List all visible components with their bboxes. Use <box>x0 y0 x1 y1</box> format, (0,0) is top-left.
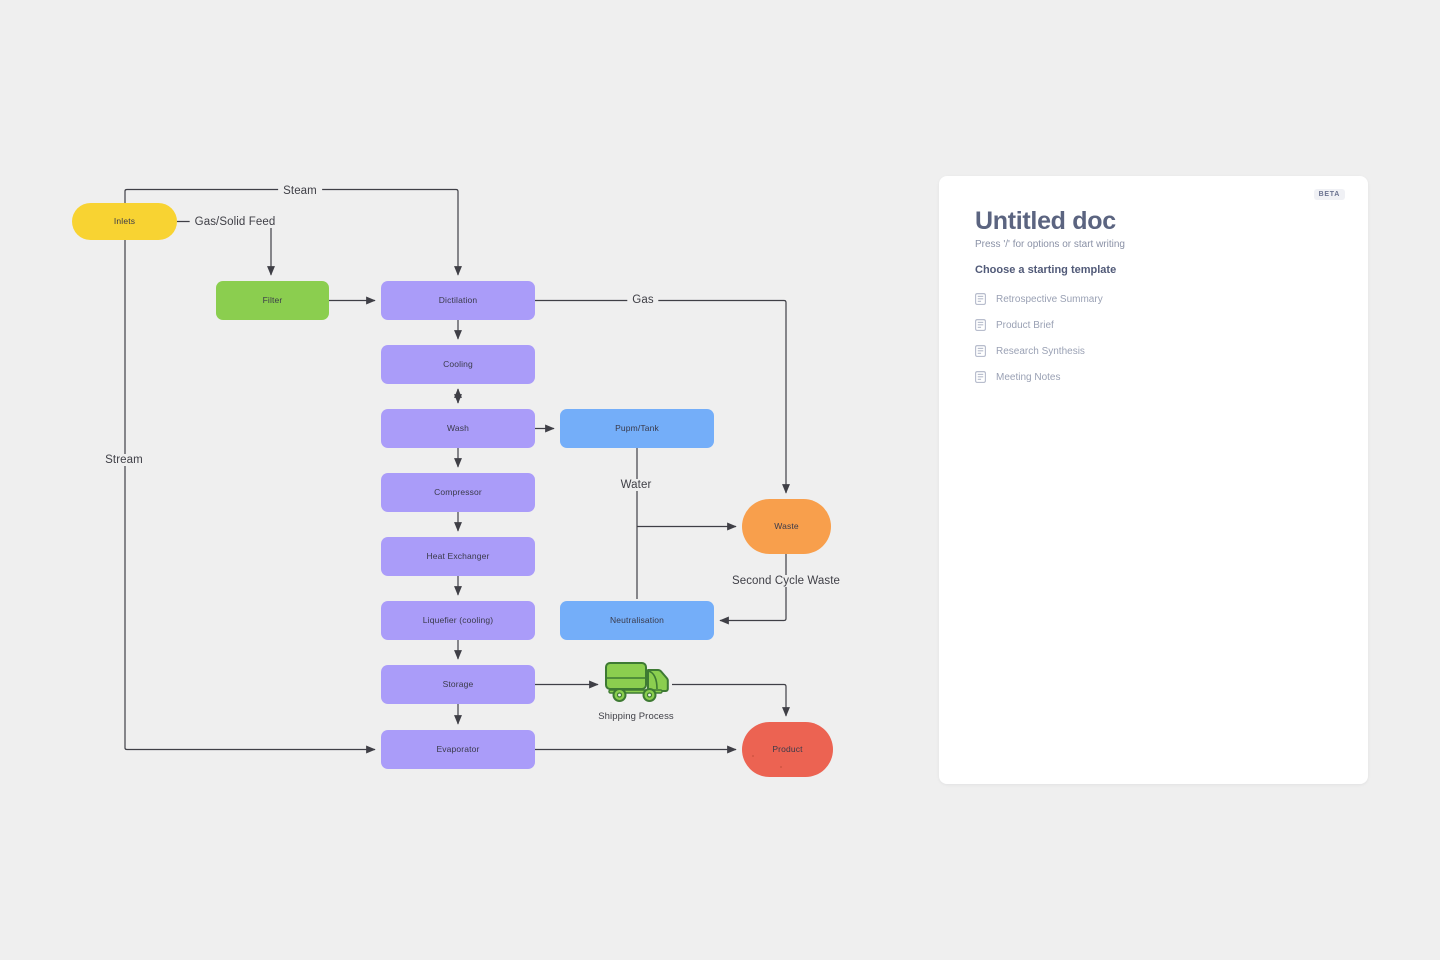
diagram-edges <box>124 188 790 754</box>
template-item-label: Meeting Notes <box>996 371 1061 383</box>
node-waste[interactable]: Waste <box>742 499 831 554</box>
node-label: Inlets <box>113 216 136 227</box>
template-item[interactable]: Meeting Notes <box>975 364 1325 390</box>
node-label: Cooling <box>443 359 473 370</box>
node-product[interactable]: Product <box>742 722 833 777</box>
template-item-label: Research Synthesis <box>996 345 1085 357</box>
template-item[interactable]: Retrospective Summary <box>975 286 1325 312</box>
node-filter[interactable]: Filter <box>216 281 329 320</box>
template-item-label: Product Brief <box>996 319 1054 331</box>
document-icon <box>975 293 986 305</box>
node-compressor[interactable]: Compressor <box>381 473 535 512</box>
node-dictilation[interactable]: Dictilation <box>381 281 535 320</box>
node-label: Dictilation <box>438 295 478 306</box>
node-storage[interactable]: Storage <box>381 665 535 704</box>
node-wash[interactable]: Wash <box>381 409 535 448</box>
template-section-heading: Choose a starting template <box>975 264 1117 276</box>
product-speck-2 <box>780 766 782 768</box>
node-label: Pupm/Tank <box>615 423 659 434</box>
node-label: Neutralisation <box>609 615 665 626</box>
edge-label-gas: Gas <box>627 294 659 306</box>
node-label: Heat Exchanger <box>426 551 490 562</box>
node-cooling[interactable]: Cooling <box>381 345 535 384</box>
edge-label-steam: Steam <box>278 185 322 197</box>
beta-badge: BETA <box>1313 189 1345 200</box>
edge-label-gassolid: Gas/Solid Feed <box>189 216 281 228</box>
template-item[interactable]: Research Synthesis <box>975 338 1325 364</box>
node-inlets[interactable]: Inlets <box>72 203 177 240</box>
node-neutralisation[interactable]: Neutralisation <box>560 601 714 640</box>
node-label: Compressor <box>434 487 482 498</box>
edge-label-secondcycle: Second Cycle Waste <box>726 575 846 587</box>
node-label: Waste <box>774 521 799 532</box>
node-label: Product <box>772 744 803 755</box>
product-speck-1 <box>752 755 754 757</box>
node-label: Filter <box>262 295 283 306</box>
template-item-label: Retrospective Summary <box>996 293 1103 305</box>
node-label: Wash <box>446 423 469 434</box>
page-title[interactable]: Untitled doc <box>975 207 1116 235</box>
node-label: Evaporator <box>436 744 480 755</box>
shipping-process-caption: Shipping Process <box>598 711 674 722</box>
document-editor-panel[interactable]: BETA Untitled doc Press '/' for options … <box>939 176 1368 784</box>
node-label: Liquefier (cooling) <box>422 615 494 626</box>
node-label: Storage <box>442 679 474 690</box>
template-item[interactable]: Product Brief <box>975 312 1325 338</box>
document-icon <box>975 319 986 331</box>
editor-placeholder-hint: Press '/' for options or start writing <box>975 239 1125 250</box>
edge-label-water: Water <box>615 479 657 491</box>
edge-label-stream: Stream <box>100 454 148 466</box>
shipping-truck-icon[interactable] <box>601 659 672 705</box>
document-icon <box>975 345 986 357</box>
node-evaporator[interactable]: Evaporator <box>381 730 535 769</box>
node-pupmtank[interactable]: Pupm/Tank <box>560 409 714 448</box>
node-liquefier[interactable]: Liquefier (cooling) <box>381 601 535 640</box>
document-icon <box>975 371 986 383</box>
node-heatexchanger[interactable]: Heat Exchanger <box>381 537 535 576</box>
